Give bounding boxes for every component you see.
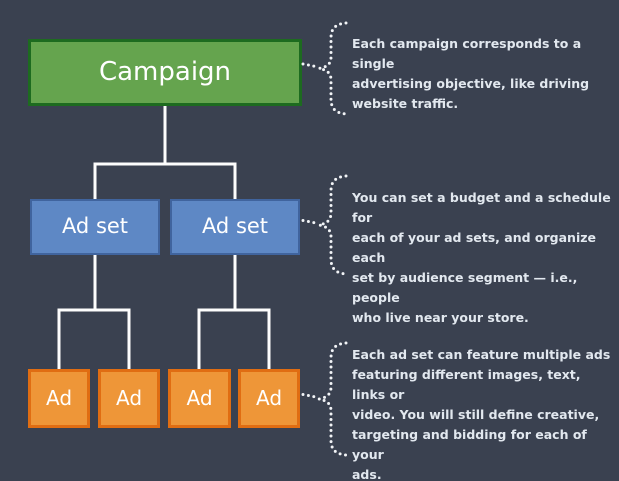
ad-box-3: Ad	[168, 369, 231, 428]
ad-label: Ad	[45, 385, 73, 410]
annotation-campaign: Each campaign corresponds to a single ad…	[352, 36, 590, 111]
ad-box-2: Ad	[98, 369, 160, 428]
connector-adset2-to-ads	[197, 308, 271, 369]
dotted-brace-icon	[301, 21, 348, 116]
dotted-brace-icon	[301, 174, 348, 276]
campaign-box: Campaign	[28, 39, 302, 106]
brace-tip-dash	[301, 393, 318, 399]
ad-label: Ad	[186, 385, 213, 410]
brace-tip-dash	[301, 219, 318, 225]
adset-label: Ad set	[201, 214, 269, 238]
ad-box-1: Ad	[28, 369, 90, 428]
adset-box-2: Ad set	[170, 199, 300, 255]
brace-curve	[318, 21, 348, 116]
ad-label: Ad	[115, 385, 143, 410]
brace-tip-dash	[301, 62, 318, 68]
connector-adset1-to-ads	[57, 308, 131, 369]
adset-label: Ad set	[61, 214, 129, 238]
campaign-label: Campaign	[98, 56, 232, 87]
adset-box-1: Ad set	[30, 199, 160, 255]
annotation-adsets: You can set a budget and a schedule for …	[352, 190, 611, 325]
ad-label: Ad	[255, 385, 283, 410]
dotted-brace-icon	[301, 341, 348, 457]
connector-campaign-to-adsets	[93, 162, 237, 200]
annotation-ads: Each ad set can feature multiple ads fea…	[352, 347, 611, 481]
brace-curve	[318, 174, 348, 276]
ad-box-4: Ad	[238, 369, 300, 428]
brace-curve	[318, 341, 348, 457]
